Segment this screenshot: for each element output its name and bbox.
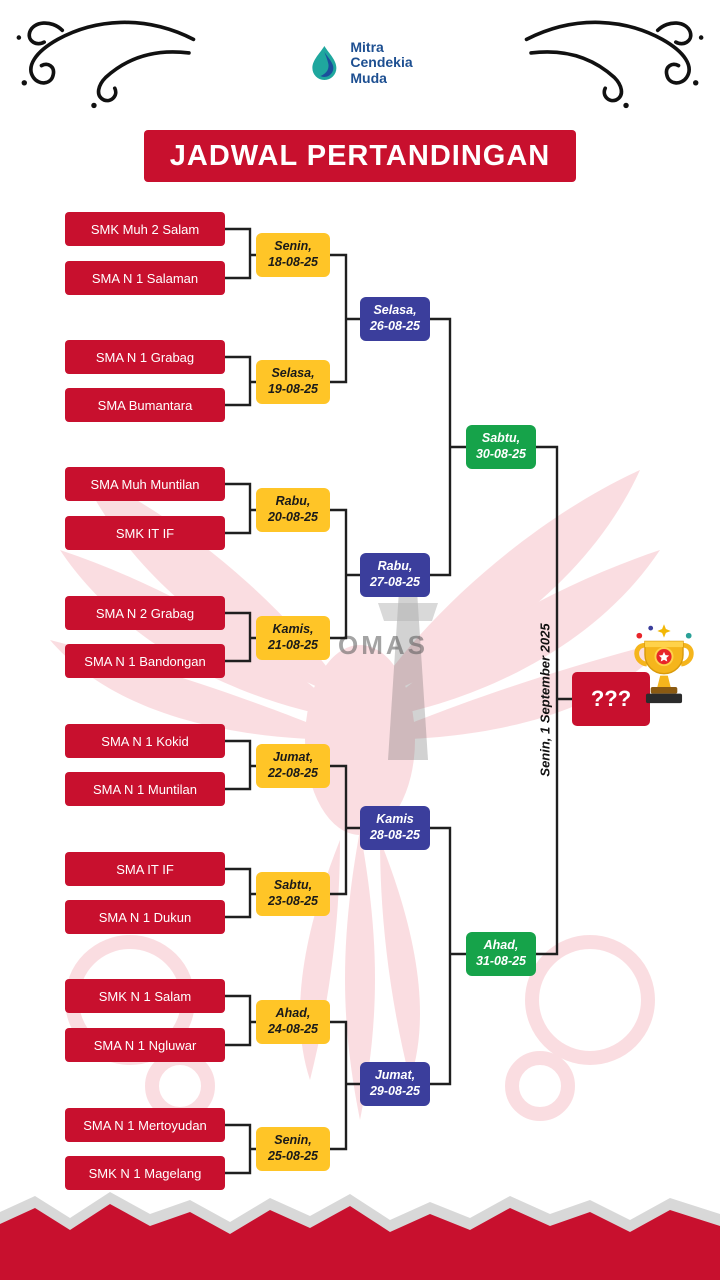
semifinal-date-box: Sabtu, 30-08-25 (466, 425, 536, 469)
match-day: Sabtu, (273, 878, 313, 893)
match-day: Rabu, (377, 559, 413, 574)
match-date: 28-08-25 (369, 828, 421, 842)
quarterfinal-date-box: Rabu, 27-08-25 (360, 553, 430, 597)
quarterfinal-date-box: Kamis 28-08-25 (360, 806, 430, 850)
match-date: 20-08-25 (267, 510, 319, 524)
match-date-box: Sabtu, 23-08-25 (256, 872, 330, 916)
team-box: SMA IT IF (65, 852, 225, 886)
title-banner: JADWAL PERTANDINGAN (144, 130, 576, 182)
semifinal-date-box: Ahad, 31-08-25 (466, 932, 536, 976)
match-date-box: Rabu, 20-08-25 (256, 488, 330, 532)
emblem-watermark (378, 575, 438, 760)
match-date: 24-08-25 (267, 1022, 319, 1036)
match-day: Selasa, (373, 303, 417, 318)
logo-line-2: Cendekia (350, 54, 413, 71)
team-box: SMK N 1 Magelang (65, 1156, 225, 1190)
match-date: 25-08-25 (267, 1149, 319, 1163)
match-day: Ahad, (483, 938, 519, 953)
corner-flourish-right-icon (524, 20, 704, 109)
match-date: 18-08-25 (267, 255, 319, 269)
team-box: SMK Muh 2 Salam (65, 212, 225, 246)
logo: Mitra Cendekia Muda (307, 39, 413, 86)
match-date: 19-08-25 (267, 382, 319, 396)
match-day: Rabu, (275, 494, 311, 509)
match-date: 27-08-25 (369, 575, 421, 589)
match-date-box: Ahad, 24-08-25 (256, 1000, 330, 1044)
match-date-box: Senin, 18-08-25 (256, 233, 330, 277)
match-day: Kamis (376, 812, 414, 827)
match-day: Ahad, (275, 1006, 311, 1021)
team-box: SMA N 1 Grabag (65, 340, 225, 374)
quarterfinal-date-box: Jumat, 29-08-25 (360, 1062, 430, 1106)
logo-drop-icon (312, 46, 337, 81)
team-box: SMK N 1 Salam (65, 979, 225, 1013)
match-date: 30-08-25 (475, 447, 527, 461)
match-date-box: Jumat, 22-08-25 (256, 744, 330, 788)
match-date: 23-08-25 (267, 894, 319, 908)
team-box: SMA N 1 Bandongan (65, 644, 225, 678)
match-day: Senin, (274, 1133, 312, 1148)
team-box: SMA N 1 Salaman (65, 261, 225, 295)
team-box: SMA N 1 Ngluwar (65, 1028, 225, 1062)
logo-text: Mitra Cendekia Muda (350, 39, 413, 86)
page-title: JADWAL PERTANDINGAN (169, 139, 551, 172)
watermark-text: OMAS (338, 630, 428, 660)
match-day: Jumat, (374, 1068, 416, 1083)
match-day: Selasa, (271, 366, 315, 381)
corner-flourish-left-icon (16, 20, 196, 109)
final-placeholder: ??? (590, 686, 632, 711)
team-box: SMA N 1 Kokid (65, 724, 225, 758)
match-date-box: Senin, 25-08-25 (256, 1127, 330, 1171)
team-box: SMA N 1 Mertoyudan (65, 1108, 225, 1142)
match-date-box: Selasa, 19-08-25 (256, 360, 330, 404)
match-day: Jumat, (272, 750, 314, 765)
match-date: 26-08-25 (369, 319, 421, 333)
logo-line-3: Muda (350, 69, 387, 86)
match-date: 22-08-25 (267, 766, 319, 780)
match-day: Sabtu, (481, 431, 521, 446)
match-day: Kamis, (272, 622, 314, 637)
quarterfinal-date-box: Selasa, 26-08-25 (360, 297, 430, 341)
team-box: SMA N 2 Grabag (65, 596, 225, 630)
team-box: SMA N 1 Muntilan (65, 772, 225, 806)
team-box: SMA N 1 Dukun (65, 900, 225, 934)
match-date-box: Kamis, 21-08-25 (256, 616, 330, 660)
match-date: 21-08-25 (267, 638, 319, 652)
match-date: 31-08-25 (475, 954, 527, 968)
match-day: Senin, (274, 239, 312, 254)
final-winner-box: ??? (572, 672, 650, 726)
match-date: 29-08-25 (369, 1084, 421, 1098)
team-box: SMA Bumantara (65, 388, 225, 422)
trophy-icon (634, 624, 694, 704)
logo-line-1: Mitra (350, 39, 384, 55)
team-box: SMA Muh Muntilan (65, 467, 225, 501)
team-box: SMK IT IF (65, 516, 225, 550)
final-date-label: Senin, 1 September 2025 (537, 623, 553, 777)
